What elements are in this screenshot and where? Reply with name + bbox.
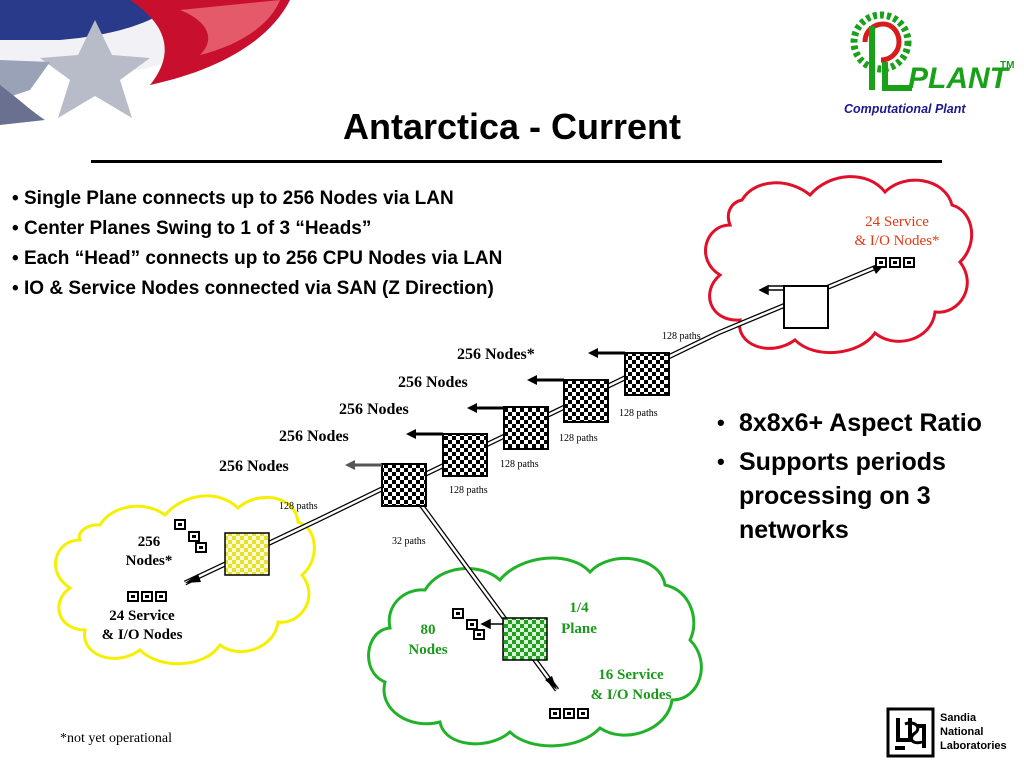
cplant-logo-text: PLANT <box>908 62 1011 95</box>
bullet-item: IO & Service Nodes connected via SAN (Z … <box>12 276 502 306</box>
plane-label-2: 256 Nodes <box>398 374 468 391</box>
bullet-item: Each “Head” connects up to 256 CPU Nodes… <box>12 246 502 276</box>
green-service-label-line2: & I/O Nodes <box>591 687 672 703</box>
sandia-logo: Sandia National Laboratories <box>886 707 1007 758</box>
plane-2 <box>442 433 488 477</box>
bullet-item: Center Planes Swing to 1 of 3 “Heads” <box>12 216 502 246</box>
yellow-nodes-label-line1: 256 <box>138 534 161 550</box>
title-divider <box>91 160 942 163</box>
yellow-service-label-line2: & I/O Nodes <box>102 627 183 643</box>
path-label: 128 paths <box>619 408 658 419</box>
plane-1 <box>381 463 427 507</box>
sandia-line1: Sandia <box>940 712 977 724</box>
cplant-tm: TM <box>1000 60 1014 71</box>
path-label: 128 paths <box>279 501 318 512</box>
bullet-item: 8x8x6+ Aspect Ratio <box>717 406 1007 440</box>
sandia-line2: National <box>940 726 983 738</box>
plane-label-1: 256 Nodes* <box>457 346 535 363</box>
bullet-list-left: Single Plane connects up to 256 Nodes vi… <box>12 186 502 306</box>
path-label: 128 paths <box>449 485 488 496</box>
red-cloud <box>704 175 974 355</box>
footnote: *not yet operational <box>60 731 172 746</box>
yellow-nodes-label-line2: Nodes* <box>126 553 173 569</box>
node-arrows <box>345 348 625 470</box>
head-arrows <box>480 284 785 630</box>
cplant-subtitle: Computational Plant <box>844 102 966 116</box>
plane-label-4: 256 Nodes <box>279 428 349 445</box>
yellow-service-label-line1: 24 Service <box>109 608 175 624</box>
plane-label-5: 256 Nodes <box>219 458 289 475</box>
flag-star-decoration <box>0 0 290 125</box>
red-service-node-icons <box>875 257 915 268</box>
plane-5 <box>624 352 670 396</box>
green-plane-label-line2: Plane <box>561 621 597 637</box>
green-service-node-icons <box>549 708 589 719</box>
green-plane-label-line1: 1/4 <box>569 600 589 616</box>
bullet-item: Supports periods processing on 3 network… <box>717 445 1007 547</box>
yellow-service-node-icons <box>127 591 167 602</box>
green-service-label-line1: 16 Service <box>598 667 664 683</box>
yellow-head-plane <box>224 532 270 576</box>
path-label: 32 paths <box>392 536 426 547</box>
bullet-item: Single Plane connects up to 256 Nodes vi… <box>12 186 502 216</box>
path-label: 128 paths <box>559 433 598 444</box>
bullet-list-right: 8x8x6+ Aspect Ratio Supports periods pro… <box>717 406 1007 552</box>
cplant-logo: PLANT TM Computational Plant <box>844 11 1014 116</box>
plane-label-3: 256 Nodes <box>339 401 409 418</box>
green-nodes-label-line2: Nodes <box>408 642 447 658</box>
plane-4 <box>563 379 609 423</box>
plane-3 <box>503 406 549 450</box>
green-quarter-plane <box>502 617 548 661</box>
green-nodes-label-line1: 80 <box>421 622 436 638</box>
red-service-label-line2: & I/O Nodes* <box>855 233 940 249</box>
compute-planes <box>224 285 829 661</box>
sandia-line3: Laboratories <box>940 740 1007 752</box>
red-service-label-line1: 24 Service <box>865 214 929 230</box>
path-label: 128 paths <box>500 459 539 470</box>
red-head-plane <box>783 285 829 329</box>
slide-title: Antarctica - Current <box>342 106 682 147</box>
path-label: 128 paths <box>662 331 701 342</box>
